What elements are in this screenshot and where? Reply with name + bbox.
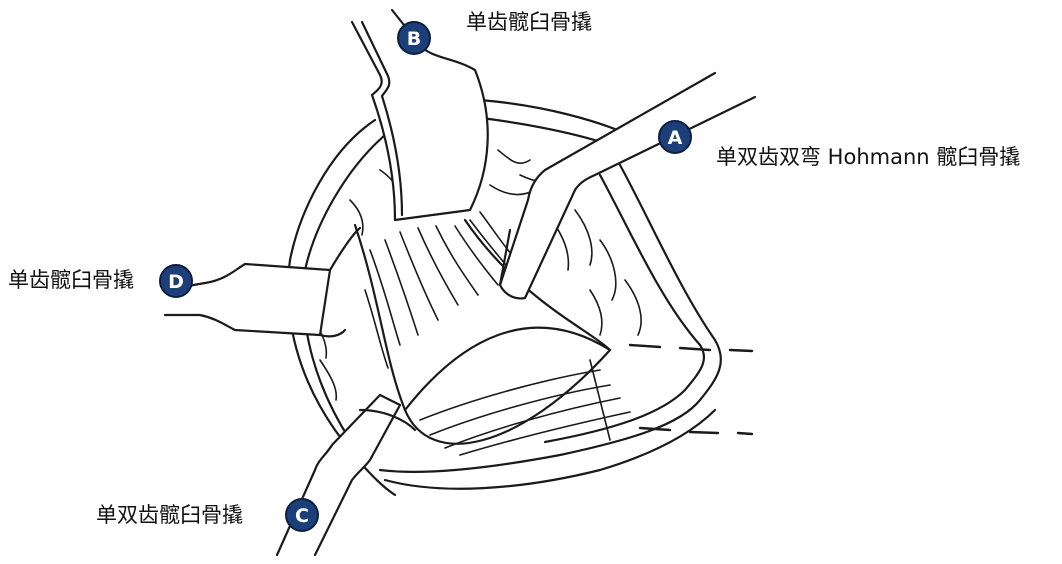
badge-a-letter: A	[668, 127, 683, 149]
label-a: 单双齿双弯 Hohmann 髋臼骨撬	[716, 147, 1020, 168]
dashed-reference-lines	[630, 345, 752, 434]
label-b: 单齿髋臼骨撬	[466, 12, 592, 33]
label-c: 单双齿髋臼骨撬	[96, 505, 243, 526]
femoral-head-edge	[405, 328, 610, 410]
badge-c: C	[286, 499, 318, 531]
badge-d: D	[160, 265, 192, 297]
badge-a: A	[659, 121, 691, 153]
badge-b: B	[398, 22, 430, 54]
right-tissue-contour-2	[545, 175, 704, 442]
label-d: 单齿髋臼骨撬	[8, 270, 134, 291]
badge-b-letter: B	[407, 28, 421, 50]
badge-c-letter: C	[295, 505, 309, 527]
badge-d-letter: D	[168, 271, 184, 293]
lower-contour	[385, 410, 715, 489]
fiber-lines	[365, 212, 630, 455]
